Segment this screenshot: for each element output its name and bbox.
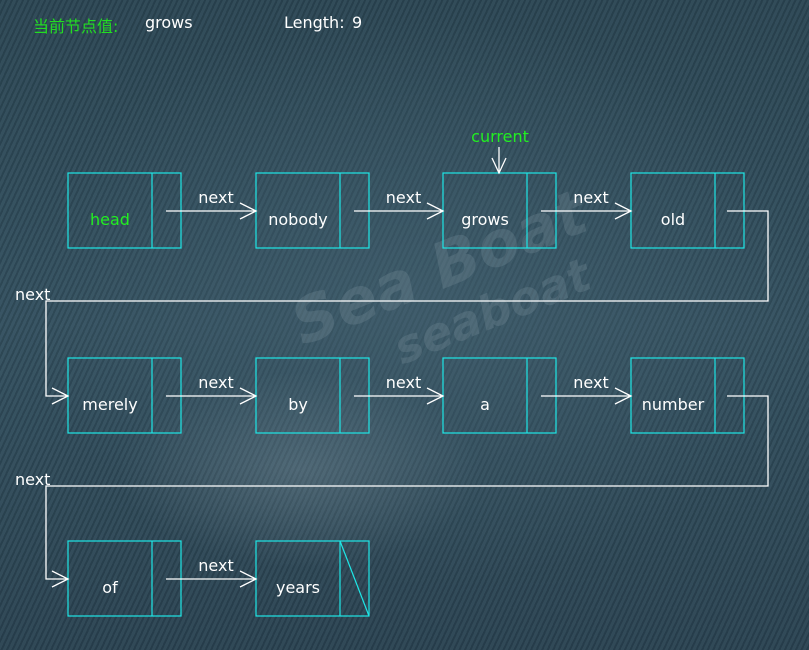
list-node: a [442,357,557,434]
wrap-link-line [45,210,769,397]
current-pointer-label: current [471,127,529,146]
next-link-label: next [386,188,421,207]
list-node: by [255,357,370,434]
status-header: 当前节点值: grows Length: 9 [0,0,809,48]
node-value: nobody [268,210,328,229]
next-link-arrowhead [614,202,633,220]
next-link-arrowhead [239,202,258,220]
next-link-arrowhead [614,387,633,405]
next-link-arrowhead [426,387,445,405]
next-link-arrowhead [239,570,258,588]
current-node-label: 当前节点值: [33,17,119,36]
node-value: old [661,210,685,229]
next-link-label: next [573,188,608,207]
node-value: merely [82,395,137,414]
list-node: grows [442,172,557,249]
next-link-label: next [386,373,421,392]
next-link-label: next [573,373,608,392]
length-label: Length: [284,13,345,32]
node-box [255,357,370,434]
node-value: years [276,578,320,597]
wrap-link-arrowhead [51,387,70,405]
current-node-value: grows [145,13,193,32]
node-value: a [480,395,490,414]
next-link-label: next [198,556,233,575]
wrap-link-arrowhead [51,570,70,588]
next-link-arrowhead [239,387,258,405]
wrap-link-line [45,395,769,580]
node-value: by [288,395,308,414]
length-value: 9 [352,13,363,32]
list-node: years [255,540,370,617]
node-value: of [102,578,118,597]
next-link-label: next [198,373,233,392]
head-node: head [67,172,182,249]
next-link-arrowhead [426,202,445,220]
wrap-link-label: next [15,470,50,489]
node-box [442,357,557,434]
wrap-link-label: next [15,285,50,304]
null-pointer-slash [339,540,370,617]
list-node: merely [67,357,182,434]
list-node: of [67,540,182,617]
node-value: grows [461,210,509,229]
current-pointer-arrowhead [491,157,507,175]
node-box [67,540,182,617]
next-link-label: next [198,188,233,207]
node-value: number [642,395,705,414]
list-node: nobody [255,172,370,249]
node-value: head [90,210,130,229]
